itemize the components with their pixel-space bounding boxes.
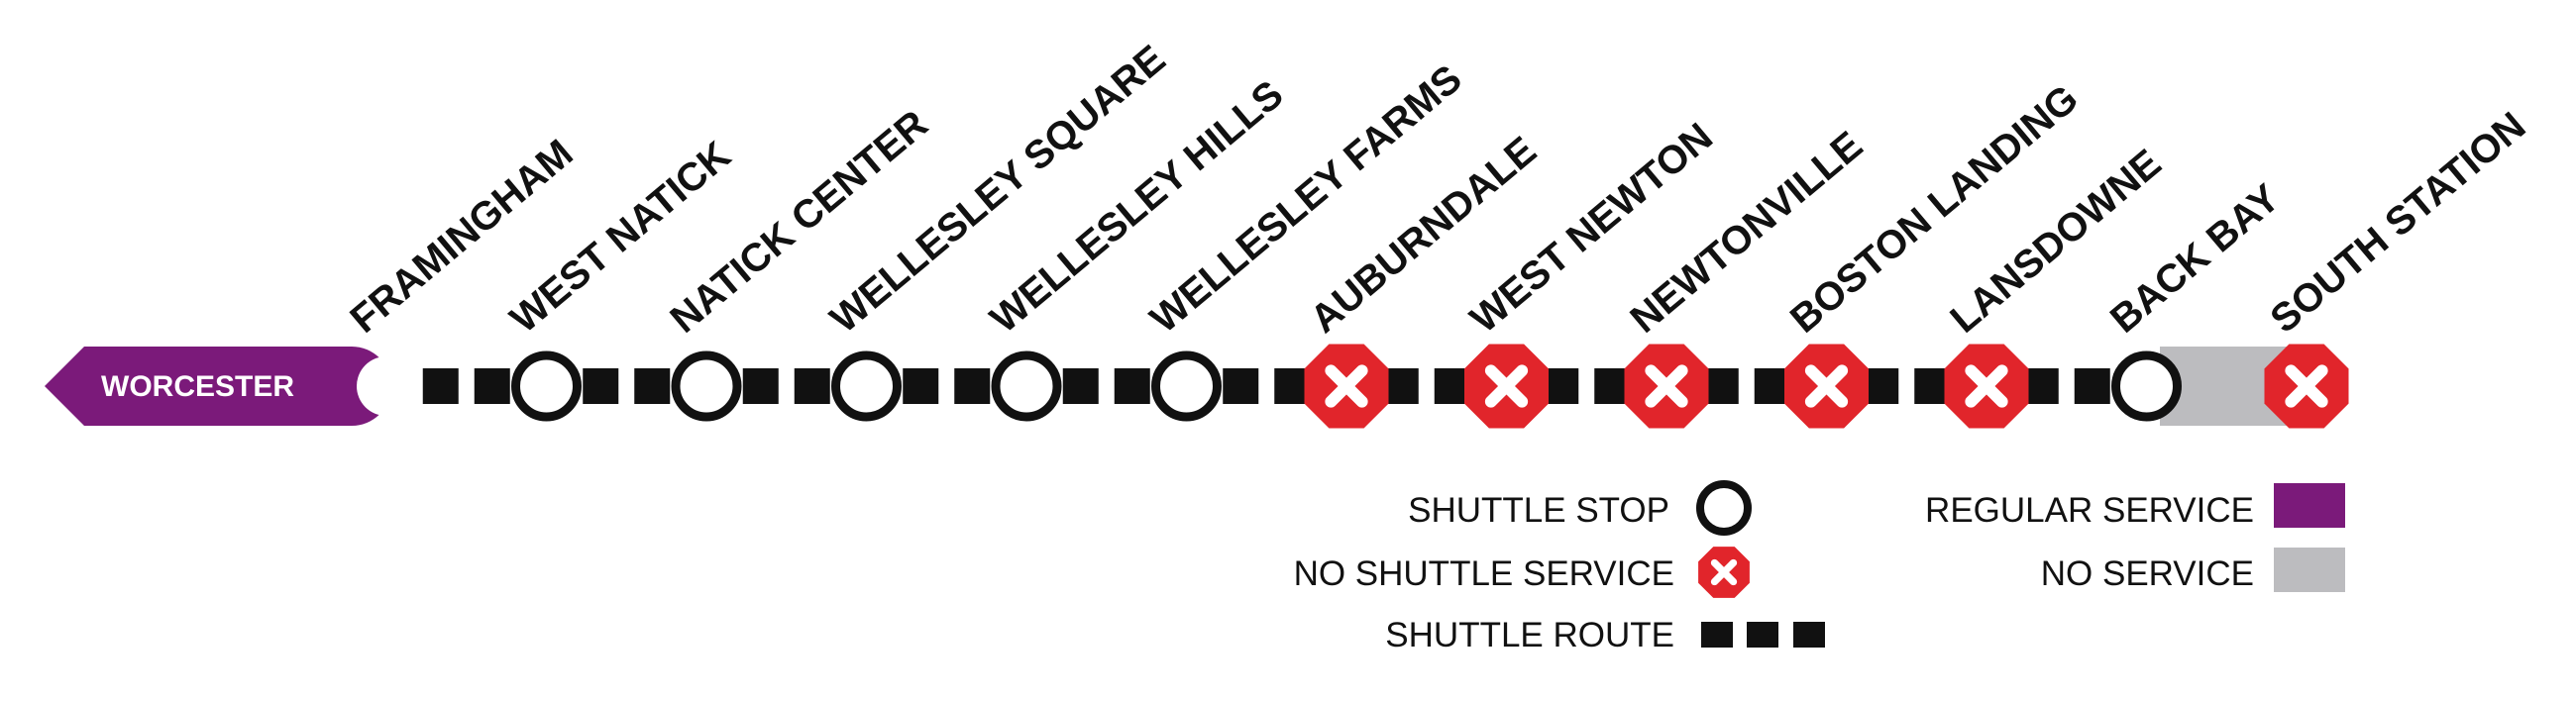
route-dash: [1114, 368, 1150, 404]
route-dash: [1382, 368, 1419, 404]
regular-stop-icon: [357, 356, 416, 416]
route-dash: [742, 368, 779, 404]
legend-regular-service-label: REGULAR SERVICE: [1925, 491, 2254, 530]
route-dash: [2074, 368, 2110, 404]
legend-no-service-label: NO SERVICE: [2041, 554, 2254, 593]
no-shuttle-service-icon: [1698, 547, 1750, 598]
route-dash: [903, 368, 939, 404]
terminus-worcester: WORCESTER: [45, 347, 391, 426]
station-label: WELLESLEY HILLS: [983, 72, 1292, 342]
legend: SHUTTLE STOP NO SHUTTLE SERVICE SHUTTLE …: [1294, 480, 2345, 654]
route-dash: [1863, 368, 1899, 404]
no-shuttle-icon: [1464, 344, 1549, 429]
regular-service-swatch: [2274, 483, 2345, 528]
no-shuttle-icon: [1944, 344, 2029, 429]
route-dash: [583, 368, 619, 404]
legend-shuttle-stop-label: SHUTTLE STOP: [1408, 491, 1669, 530]
shuttle-route-line: [422, 368, 2110, 404]
route-dash: [1702, 368, 1739, 404]
station-south-station: SOUTH STATION: [2263, 104, 2534, 429]
route-dash: [1594, 368, 1631, 404]
route-dash: [1543, 368, 1579, 404]
legend-no-shuttle-service-label: NO SHUTTLE SERVICE: [1294, 554, 1674, 593]
no-shuttle-legend-glyph: [1698, 547, 1750, 598]
station-label: BOSTON LANDING: [1782, 76, 2087, 341]
shuttle-stop-icon: [511, 350, 582, 422]
route-dash: [954, 368, 991, 404]
route-dash: [474, 368, 510, 404]
route-dash: [1434, 368, 1470, 404]
no-shuttle-icon: [1624, 344, 1709, 429]
shuttle-stop-icon: [2111, 350, 2182, 422]
station-label: WELLESLEY FARMS: [1142, 56, 1470, 342]
no-shuttle-icon: [1304, 344, 1389, 429]
shuttle-stop-icon: [671, 350, 742, 422]
shuttle-route-swatch: [1701, 622, 1825, 648]
route-dash: [2022, 368, 2059, 404]
legend-shuttle-route-label: SHUTTLE ROUTE: [1385, 616, 1674, 654]
terminus-label: WORCESTER: [101, 370, 294, 403]
route-dash: [634, 368, 671, 404]
route-dash: [1274, 368, 1311, 404]
route-dash: [1062, 368, 1099, 404]
shuttle-stop-icon: [831, 350, 902, 422]
no-service-swatch: [2274, 548, 2345, 592]
route-dash: [1914, 368, 1951, 404]
route-dash: [1754, 368, 1790, 404]
station-label: SOUTH STATION: [2263, 104, 2534, 342]
shuttle-stop-icon: [991, 350, 1062, 422]
route-dash: [794, 368, 830, 404]
no-shuttle-icon: [1784, 344, 1869, 429]
station-label: NATICK CENTER: [663, 102, 936, 342]
terminus-arrow-tab: [45, 347, 391, 426]
shuttle-stop-icon: [1696, 480, 1752, 536]
shuttle-stop-icon: [1151, 350, 1222, 422]
route-dash: [422, 368, 459, 404]
route-dash: [1223, 368, 1259, 404]
no-shuttle-icon: [2264, 344, 2349, 429]
